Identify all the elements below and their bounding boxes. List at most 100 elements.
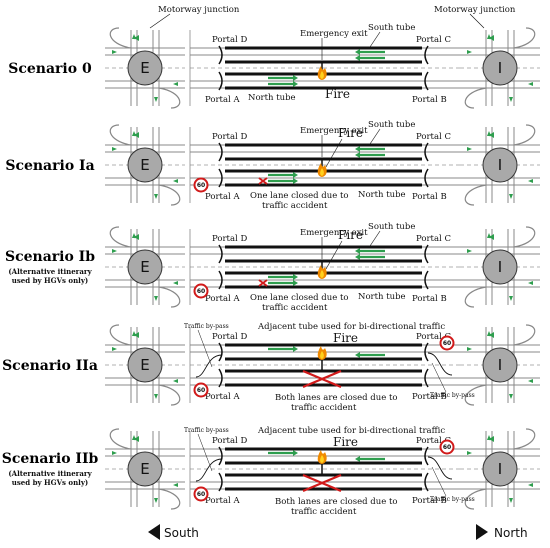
junction-flow-arrow	[132, 435, 136, 440]
exit-node	[482, 347, 518, 383]
portal-b-mark	[424, 368, 429, 388]
south-tube-label: South tube	[368, 222, 415, 232]
portal-d-mark	[218, 142, 223, 162]
speed-limit-value: 60	[197, 387, 205, 394]
junction-loop	[109, 27, 132, 49]
portal-c-mark	[424, 45, 429, 65]
scenario-title: Scenario 0	[8, 61, 92, 77]
bidirectional-south-arrow-head	[355, 456, 360, 462]
junction-loop	[464, 488, 487, 510]
junction-leader-left	[149, 13, 171, 29]
junction-loop	[513, 324, 536, 346]
portal-a-label: Portal A	[205, 192, 240, 202]
portal-a-mark	[218, 71, 223, 91]
portal-c-label: Portal C	[416, 35, 451, 45]
junction-flow-arrow	[173, 82, 178, 86]
entry-node-label: E	[140, 356, 149, 374]
entry-node	[127, 249, 163, 285]
portal-a-label: Portal A	[205, 392, 240, 402]
junction-flow-arrow	[132, 331, 136, 336]
portal-c-mark	[424, 244, 429, 264]
speed-limit-value: 60	[197, 491, 205, 498]
junction-flow-arrow	[509, 296, 513, 301]
accident-marker-icon	[302, 473, 342, 493]
speed-limit-sign-icon	[193, 486, 209, 502]
motorway-junction-north: I	[460, 324, 540, 406]
junction-flow-arrow	[112, 249, 117, 253]
portal-b-mark	[424, 71, 429, 91]
junction-flow-arrow	[509, 194, 513, 199]
portal-d-label: Portal D	[212, 332, 247, 342]
junction-flow-arrow-head	[489, 35, 494, 41]
junction-flow-arrow	[487, 435, 491, 440]
portal-d-label: Portal D	[212, 234, 247, 244]
bidirectional-south-arrow-head	[355, 352, 360, 358]
junction-flow-arrow	[528, 483, 533, 487]
portal-b-label: Portal B	[412, 294, 447, 304]
junction-flow-arrow-head	[134, 332, 139, 338]
motorway-junction-south: E	[105, 124, 185, 206]
north-label: North	[494, 526, 528, 540]
adjacent-tube-label: Adjacent tube used for bi-directional tr…	[257, 322, 445, 332]
junction-flow-arrow	[487, 131, 491, 136]
fire-label: Fire	[333, 331, 358, 345]
south-arrow-icon	[148, 524, 160, 540]
entry-node-label: E	[140, 258, 149, 276]
speed-limit-sign-icon	[439, 335, 455, 351]
portal-b-label: Portal B	[412, 95, 447, 105]
portal-a-mark	[218, 168, 223, 188]
junction-flow-arrow-head	[134, 436, 139, 442]
bypass-leader-right	[431, 362, 447, 393]
bypass-label-left: Traffic by-pass	[184, 427, 229, 434]
fire-label: Fire	[338, 126, 363, 140]
junction-flow-arrow	[487, 331, 491, 336]
portal-c-label: Portal C	[416, 332, 451, 342]
exit-node	[482, 249, 518, 285]
junction-loop	[464, 87, 487, 109]
junction-flow-arrow	[154, 394, 158, 399]
portal-c-label: Portal C	[416, 436, 451, 446]
accident-label-line2: traffic accident	[291, 403, 357, 413]
portal-a-label: Portal A	[205, 496, 240, 506]
junction-loop	[513, 27, 536, 49]
junction-flow-arrow	[528, 82, 533, 86]
exit-node	[482, 451, 518, 487]
south-tube-leader	[369, 128, 381, 145]
south-tube-traffic-arrow-head	[355, 248, 360, 254]
emergency-exit-label: Emergency exit	[300, 29, 368, 39]
junction-flow-arrow	[528, 379, 533, 383]
north-tube-traffic-arrow-head	[293, 75, 298, 81]
speed-limit-sign-icon	[193, 283, 209, 299]
portal-c-label: Portal C	[416, 132, 451, 142]
south-tube-leader	[369, 230, 381, 247]
junction-flow-arrow	[112, 347, 117, 351]
accident-label-line2: traffic accident	[291, 507, 357, 517]
junction-loop	[513, 428, 536, 450]
junction-loop	[109, 324, 132, 346]
entry-node-label: E	[140, 460, 149, 478]
portal-a-mark	[218, 368, 223, 388]
junction-flow-arrow	[509, 394, 513, 399]
scenario-title: Scenario Ia	[5, 158, 94, 174]
emergency-exit-label: Emergency exit	[300, 126, 368, 136]
portal-c-mark	[424, 446, 429, 466]
junction-flow-arrow-head	[489, 132, 494, 138]
bypass-label-right: Traffic by-pass	[430, 392, 475, 399]
south-tube-traffic-arrow-head	[355, 49, 360, 55]
portal-c-label: Portal C	[416, 234, 451, 244]
junction-leader-right	[469, 13, 485, 29]
fire-label: Fire	[338, 228, 363, 242]
exit-node	[482, 50, 518, 86]
bypass-leader-right	[431, 466, 447, 497]
exit-node-label: I	[498, 460, 502, 478]
scenario-note-line1: (Alternative itinerary	[8, 469, 92, 478]
emergency-exit-label: Emergency exit	[300, 228, 368, 238]
junction-flow-arrow	[154, 194, 158, 199]
fire-core-icon	[320, 351, 324, 359]
bypass-crossover-left	[195, 458, 223, 482]
speed-limit-value: 60	[443, 340, 451, 347]
junction-loop	[158, 488, 181, 510]
